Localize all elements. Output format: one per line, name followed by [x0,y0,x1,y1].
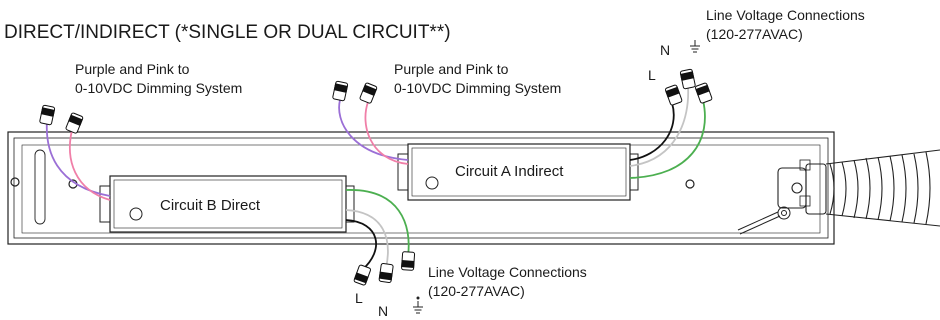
line-voltage-bottom-line1: Line Voltage Connections [428,264,587,280]
line-voltage-top-line1: Line Voltage Connections [706,7,865,23]
dimming-label-left: Purple and Pink to 0-10VDC Dimming Syste… [75,61,242,96]
wire-label-top-l: L [648,67,656,83]
wire-nuts [39,68,713,286]
line-voltage-label-top: Line Voltage Connections (120-277AVAC) [706,7,869,42]
driver-b-label: Circuit B Direct [160,197,261,214]
wire-label-bottom-l: L [355,290,363,306]
line-voltage-top-line2: (120-277AVAC) [706,26,803,42]
wires-driver-b-dimming [45,119,111,201]
ground-symbol-bottom [413,296,423,314]
wires-driver-a-line [629,85,706,179]
dimming-label-left-line2: 0-10VDC Dimming System [75,80,242,96]
diagram-title: DIRECT/INDIRECT (*SINGLE OR DUAL CIRCUIT… [4,22,451,43]
driver-circuit-a: Circuit A Indirect [397,143,639,201]
dimming-label-left-line1: Purple and Pink to [75,61,190,77]
dimming-label-right-line2: 0-10VDC Dimming System [394,80,561,96]
wire-label-top-n: N [660,42,670,58]
ground-symbol-top [690,40,700,53]
line-voltage-bottom-line2: (120-277AVAC) [428,283,525,299]
driver-a-label: Circuit A Indirect [455,163,564,180]
line-voltage-label-bottom: Line Voltage Connections (120-277AVAC) [428,264,591,299]
driver-circuit-b: Circuit B Direct [99,175,355,233]
ground-lug [737,206,791,235]
dimming-label-right: Purple and Pink to 0-10VDC Dimming Syste… [394,61,561,96]
dimming-label-right-line1: Purple and Pink to [394,61,509,77]
wires-driver-a-dimming [338,99,409,165]
wire-label-bottom-n: N [378,303,388,319]
flex-conduit [777,149,940,227]
wires-driver-b-line [345,189,410,271]
